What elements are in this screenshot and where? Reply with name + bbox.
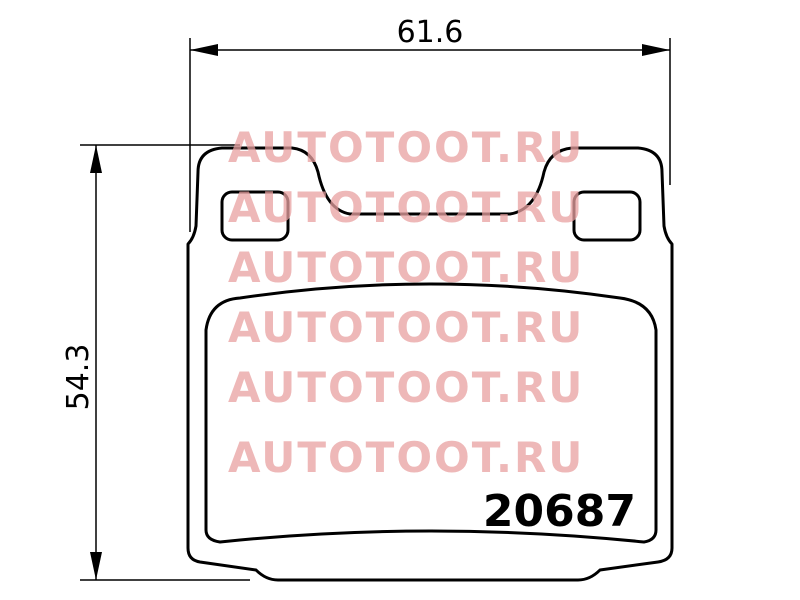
- watermark: AUTOTOOT.RU AUTOTOOT.RU AUTOTOOT.RU AUTO…: [228, 123, 584, 482]
- right-mounting-hole: [572, 190, 642, 242]
- watermark-text: AUTOTOOT.RU: [228, 243, 584, 292]
- part-number: 20687: [483, 486, 636, 537]
- watermark-text: AUTOTOOT.RU: [228, 303, 584, 352]
- watermark-text: AUTOTOOT.RU: [228, 363, 584, 412]
- width-dimension: 61.6: [189, 15, 671, 232]
- width-arrow-left: [190, 44, 218, 56]
- width-label: 61.6: [397, 15, 464, 50]
- height-dimension: 54.3: [61, 144, 250, 581]
- watermark-text: AUTOTOOT.RU: [228, 433, 584, 482]
- height-arrow-bottom: [90, 552, 102, 580]
- height-label: 54.3: [61, 344, 96, 411]
- watermark-text: AUTOTOOT.RU: [228, 183, 584, 232]
- friction-pad-outline: [204, 282, 658, 544]
- backing-plate-outline: [186, 146, 674, 582]
- left-mounting-hole: [220, 190, 290, 242]
- watermark-text: AUTOTOOT.RU: [228, 123, 584, 172]
- width-arrow-right: [642, 44, 670, 56]
- height-arrow-top: [90, 145, 102, 173]
